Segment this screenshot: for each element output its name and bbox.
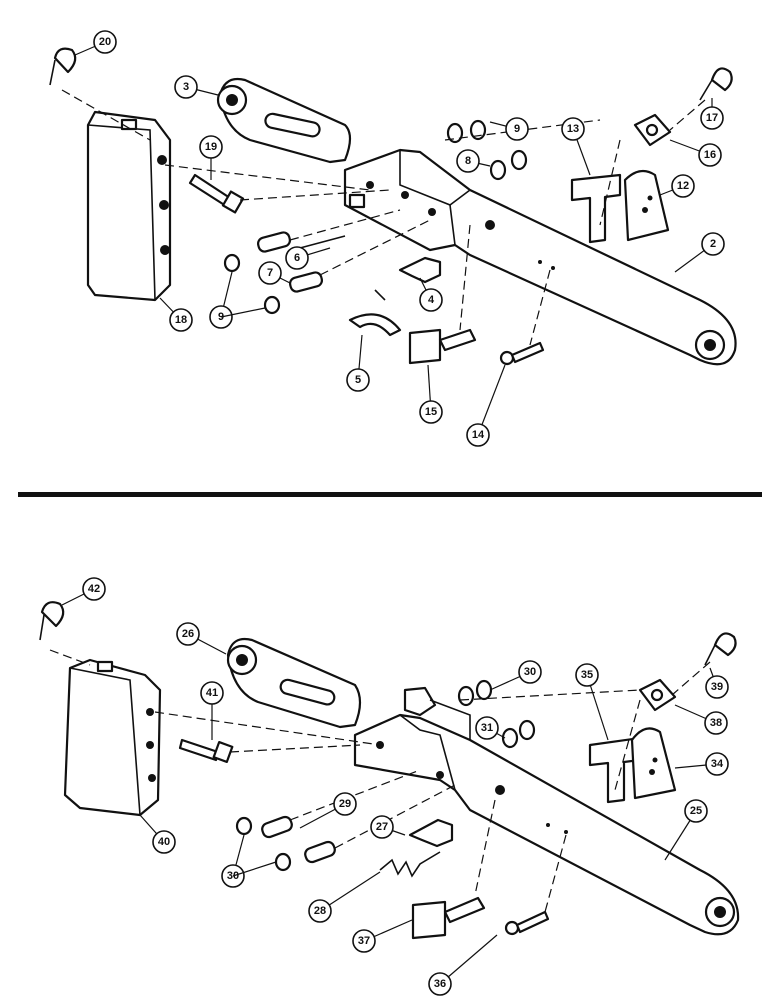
callout-leader-36 (439, 934, 498, 985)
callout-label-20: 20 (99, 36, 111, 48)
callout-label-31: 31 (481, 722, 493, 734)
callout-circle-8 (456, 149, 480, 173)
callout-circle-18 (169, 308, 193, 332)
callout-label-7: 7 (267, 267, 273, 279)
callout-label-39: 39 (711, 681, 723, 693)
callout-label-8: 8 (465, 155, 471, 167)
callout-circle-34 (705, 752, 729, 776)
top-assembly (49, 47, 737, 366)
callout-label-3: 3 (183, 81, 189, 93)
callout-circle-42 (82, 577, 106, 601)
callout-label-5: 5 (355, 374, 361, 386)
callout-circle-29 (333, 792, 357, 816)
callout-circle-3 (174, 75, 198, 99)
lynch-pin-bottom-left (39, 601, 65, 641)
callout-label-6: 6 (294, 252, 300, 264)
callout-label-28: 28 (314, 905, 326, 917)
callout-label-18: 18 (175, 314, 187, 326)
callout-label-15: 15 (425, 406, 437, 418)
pin-plate (408, 328, 477, 365)
callout-label-4: 4 (428, 294, 435, 306)
callout-circle-27 (370, 815, 394, 839)
lynch-pin-top-right (699, 67, 733, 101)
callout-circle-38 (704, 711, 728, 735)
callout-label-27: 27 (376, 821, 388, 833)
callout-circle-20 (93, 30, 117, 54)
callout-label-25: 25 (690, 805, 702, 817)
callout-leader-28 (319, 871, 381, 912)
callout-label-16: 16 (704, 149, 716, 161)
callout-label-26: 26 (182, 628, 194, 640)
callout-circle-40 (152, 830, 176, 854)
callout-label-29: 29 (339, 798, 351, 810)
lynch-pin-top-left (49, 47, 77, 86)
callout-circle-31 (475, 716, 499, 740)
callout-label-42: 42 (88, 583, 100, 595)
counterweight (86, 110, 172, 302)
callout-circle-4 (419, 288, 443, 312)
lower-link-arm (343, 148, 737, 366)
callout-circle-12 (671, 174, 695, 198)
callout-circle-39 (705, 675, 729, 699)
pin (188, 173, 245, 214)
callout-label-30: 30 (524, 666, 536, 678)
callout-label-37: 37 (358, 935, 370, 947)
callout-label-34: 34 (711, 758, 724, 770)
callout-circle-14 (466, 423, 490, 447)
callout-label-40: 40 (158, 836, 170, 848)
callout-circle-35 (575, 663, 599, 687)
callout-label-17: 17 (706, 112, 718, 124)
callout-leader-14 (477, 364, 506, 436)
callout-label-36: 36 (434, 978, 446, 990)
callout-circle-5 (346, 368, 370, 392)
upper-link (216, 77, 352, 164)
callout-circle-9 (505, 117, 529, 141)
callout-label-19: 19 (205, 141, 217, 153)
callout-label-41: 41 (206, 687, 218, 699)
bolt (499, 341, 545, 366)
callout-leader-9 (220, 307, 266, 318)
callout-circle-17 (700, 106, 724, 130)
lynch-pin-bottom-right (704, 632, 737, 666)
callout-circle-41 (200, 681, 224, 705)
callout-circle-36 (428, 972, 452, 996)
callout-circle-30 (518, 660, 542, 684)
callout-circle-2 (701, 232, 725, 256)
bottom-assembly (39, 601, 740, 940)
callout-circle-37 (352, 929, 376, 953)
callout-circle-13 (561, 117, 585, 141)
callout-layer: 2345678991213141516171819202526272829303… (61, 30, 729, 996)
counterweight-bottom (63, 658, 162, 817)
callout-circle-15 (419, 400, 443, 424)
callout-circle-7 (258, 261, 282, 285)
callout-label-13: 13 (567, 123, 579, 135)
callout-circle-28 (308, 899, 332, 923)
section-divider (18, 492, 762, 497)
lower-link-arm-bottom (353, 686, 740, 936)
callout-circle-6 (285, 246, 309, 270)
callout-circle-26 (176, 622, 200, 646)
callout-circle-19 (199, 135, 223, 159)
callout-circle-16 (698, 143, 722, 167)
callout-leader-30 (232, 861, 277, 877)
upper-link-bottom (226, 637, 362, 729)
callout-circle-25 (684, 799, 708, 823)
callout-label-9: 9 (514, 123, 520, 135)
pin-bottom (178, 738, 234, 764)
callout-label-35: 35 (581, 669, 593, 681)
callout-label-14: 14 (472, 429, 485, 441)
callout-label-38: 38 (710, 717, 722, 729)
small-pins (256, 231, 346, 293)
callout-label-12: 12 (677, 180, 689, 192)
callout-label-2: 2 (710, 238, 716, 250)
